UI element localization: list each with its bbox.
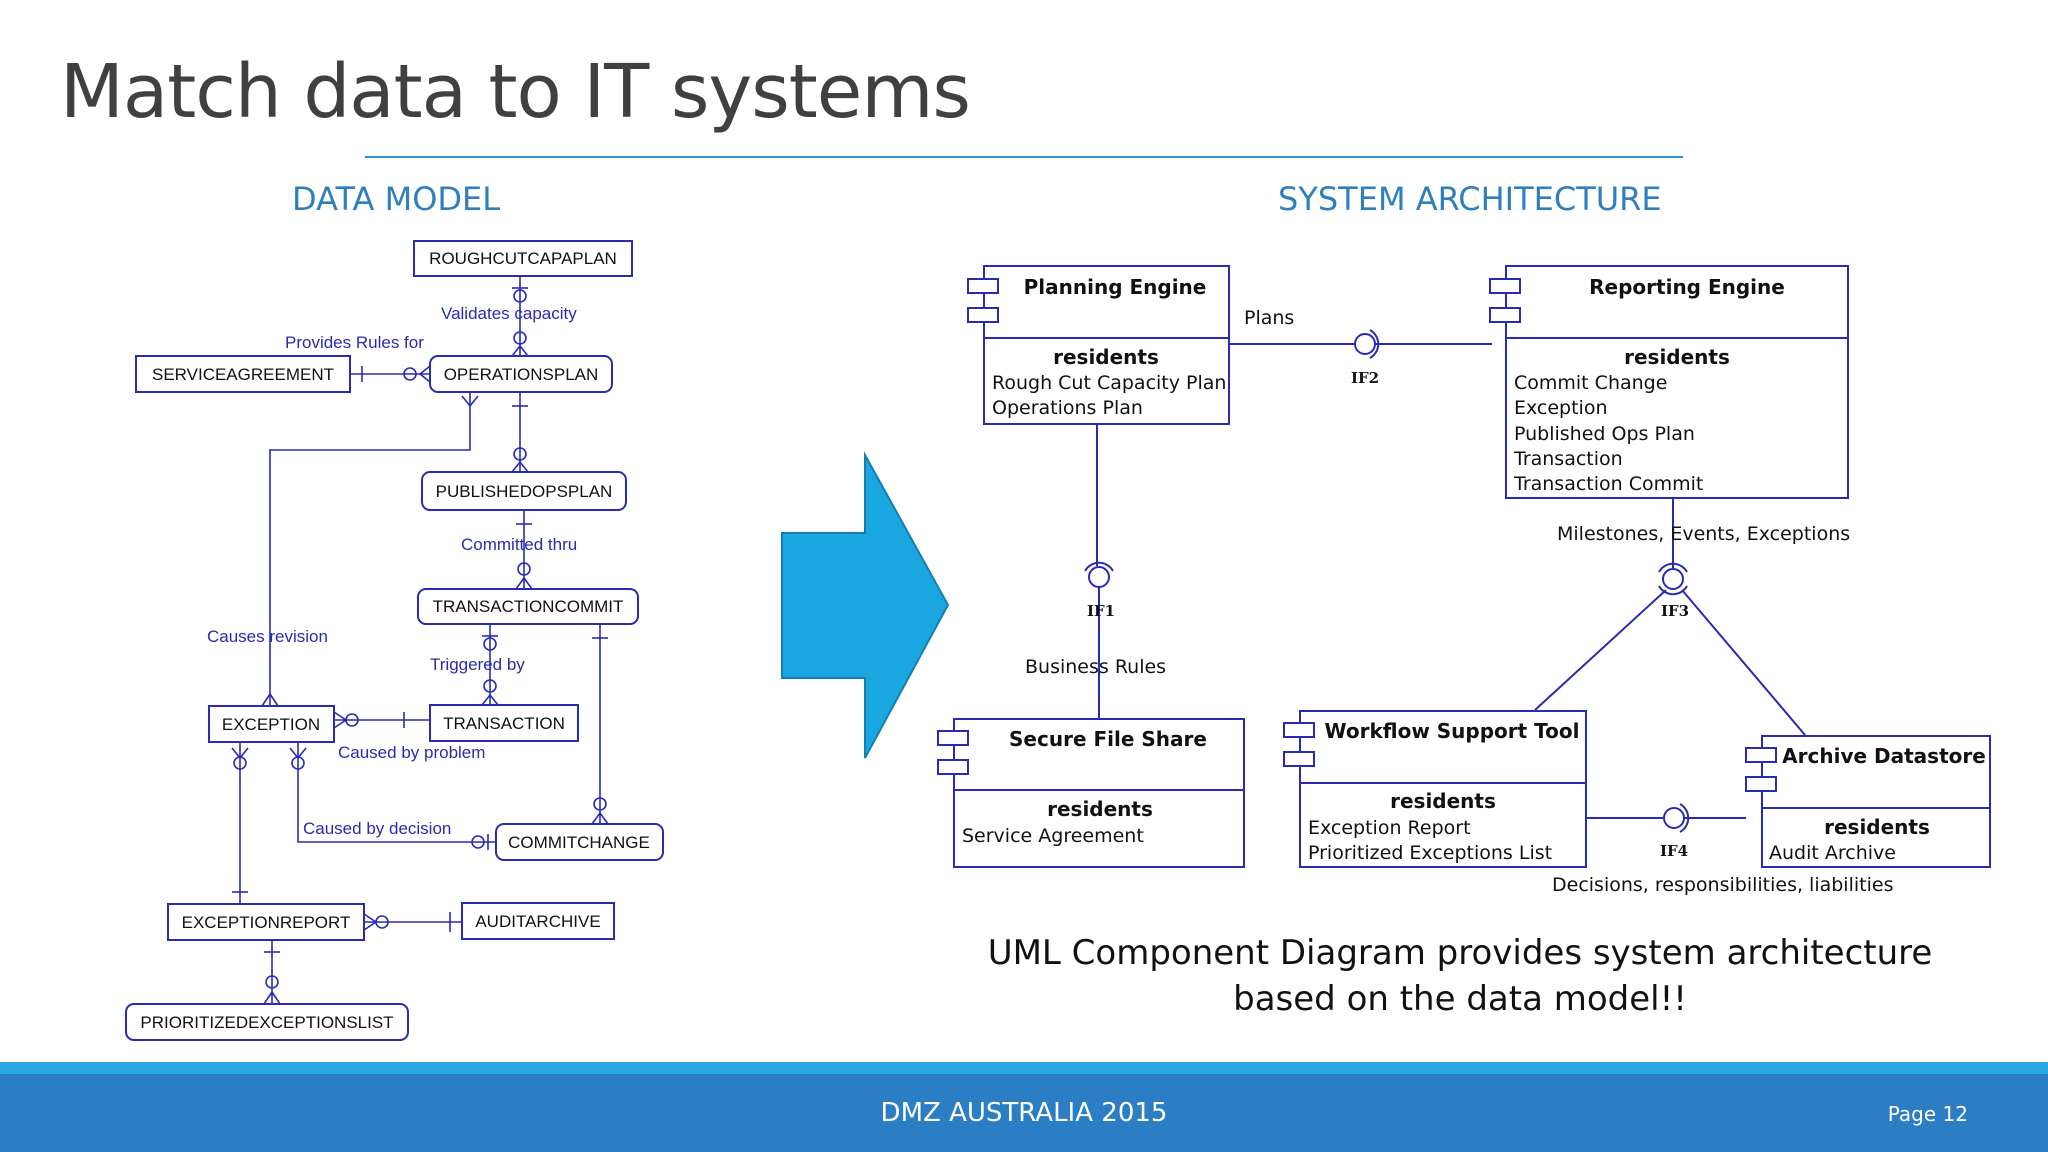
if2-interface-circle [1354, 333, 1376, 355]
entity-publishedopsplan: PUBLISHEDOPSPLAN [421, 471, 627, 511]
relationship-label: Triggered by [430, 655, 525, 674]
footer-text: DMZ AUSTRALIA 2015 [880, 1098, 1168, 1128]
er-relationship-lines [231, 276, 609, 1005]
component-archive-datastore: Archive Datastore residents Audit Archiv… [1745, 735, 1991, 868]
entity-commitchange: COMMITCHANGE [495, 823, 664, 861]
relationship-label: Provides Rules for [285, 333, 424, 352]
entity-exception: EXCEPTION [208, 705, 335, 743]
entity-auditarchive: AUDITARCHIVE [461, 902, 615, 940]
entity-prioritizedexceptionslist: PRIORITIZEDEXCEPTIONSLIST [125, 1003, 409, 1041]
relationship-label: Committed thru [461, 535, 577, 554]
residents-label: residents [1824, 815, 1930, 839]
relationship-label: Caused by problem [338, 743, 485, 762]
resident-item: Operations Plan [992, 397, 1143, 419]
connector-label-decisions: Decisions, responsibilities, liabilities [1552, 874, 1893, 896]
if3-interface-circle [1662, 568, 1684, 590]
component-connectors [1084, 329, 1806, 833]
entity-label: OPERATIONSPLAN [444, 365, 599, 384]
slide-footer: DMZ AUSTRALIA 2015 Page 12 [0, 1074, 2048, 1152]
component-name: Reporting Engine [1589, 275, 1785, 299]
resident-item: Exception Report [1308, 817, 1471, 839]
resident-item: Exception [1514, 397, 1608, 419]
system-architecture-heading: SYSTEM ARCHITECTURE [1278, 180, 1662, 218]
data-model-heading: DATA MODEL [292, 180, 501, 218]
resident-item: Service Agreement [962, 825, 1144, 847]
title-divider [365, 156, 1683, 158]
entity-label: PRIORITIZEDEXCEPTIONSLIST [140, 1013, 393, 1032]
component-name: Secure File Share [1009, 727, 1207, 751]
interface-label-if1: IF1 [1087, 602, 1115, 620]
entity-label: COMMITCHANGE [508, 833, 650, 852]
if4-interface-circle [1663, 807, 1685, 829]
relationship-label: Caused by decision [303, 819, 451, 838]
residents-label: residents [1047, 797, 1153, 821]
interface-label-if4: IF4 [1660, 842, 1688, 860]
entity-serviceagreement: SERVICEAGREEMENT [135, 355, 351, 393]
entity-label: ROUGHCUTCAPAPLAN [429, 249, 617, 268]
footer-accent-stripe [0, 1062, 2048, 1074]
resident-item: Audit Archive [1769, 842, 1896, 864]
entity-label: SERVICEAGREEMENT [152, 365, 334, 384]
slide-caption: UML Component Diagram provides system ar… [960, 930, 1960, 1022]
residents-label: residents [1390, 789, 1496, 813]
page-number: Page 12 [1887, 1102, 1968, 1126]
uml-component-diagram: Planning Engine residents Rough Cut Capa… [937, 265, 1991, 896]
entity-transaction: TRANSACTION [429, 704, 579, 742]
relationship-label: Causes revision [207, 627, 328, 646]
entity-exceptionreport: EXCEPTIONREPORT [167, 903, 365, 941]
component-workflow-support-tool: Workflow Support Tool residents Exceptio… [1283, 710, 1587, 868]
entity-transactioncommit: TRANSACTIONCOMMIT [417, 588, 639, 625]
entity-label: TRANSACTIONCOMMIT [433, 597, 624, 616]
component-planning-engine: Planning Engine residents Rough Cut Capa… [967, 265, 1230, 425]
caption-line: based on the data model!! [1233, 979, 1687, 1019]
entity-label: PUBLISHEDOPSPLAN [436, 482, 613, 501]
er-diagram: ROUGHCUTCAPAPLAN SERVICEAGREEMENT OPERAT… [125, 240, 664, 1041]
resident-item: Published Ops Plan [1514, 423, 1695, 445]
entity-label: TRANSACTION [443, 714, 565, 733]
connector-label-plans: Plans [1244, 307, 1294, 329]
resident-item: Transaction Commit [1513, 473, 1703, 495]
residents-label: residents [1053, 345, 1159, 369]
resident-item: Commit Change [1514, 372, 1667, 394]
resident-item: Prioritized Exceptions List [1308, 842, 1552, 864]
interface-label-if3: IF3 [1661, 602, 1689, 620]
entity-label: EXCEPTION [222, 715, 320, 734]
resident-item: Rough Cut Capacity Plan [992, 372, 1226, 394]
relationship-label: Validates capacity [441, 304, 577, 323]
entity-operationsplan: OPERATIONSPLAN [429, 355, 613, 393]
entity-label: EXCEPTIONREPORT [182, 913, 351, 932]
component-name: Planning Engine [1024, 275, 1207, 299]
component-reporting-engine: Reporting Engine residents Commit Change… [1489, 265, 1849, 499]
residents-label: residents [1624, 345, 1730, 369]
entity-roughcutcapaplan: ROUGHCUTCAPAPLAN [413, 240, 633, 277]
component-name: Workflow Support Tool [1325, 719, 1580, 743]
transition-arrow [781, 451, 950, 759]
slide-title: Match data to IT systems [60, 49, 971, 135]
component-name: Archive Datastore [1782, 744, 1986, 768]
component-secure-file-share: Secure File Share residents Service Agre… [937, 718, 1245, 868]
entity-label: AUDITARCHIVE [475, 912, 600, 931]
interface-label-if2: IF2 [1351, 369, 1379, 387]
caption-line: UML Component Diagram provides system ar… [987, 933, 1933, 973]
if1-interface-circle [1088, 566, 1110, 588]
connector-label-business-rules: Business Rules [1025, 656, 1166, 678]
resident-item: Transaction [1513, 448, 1623, 470]
connector-label-milestones: Milestones, Events, Exceptions [1557, 523, 1850, 545]
